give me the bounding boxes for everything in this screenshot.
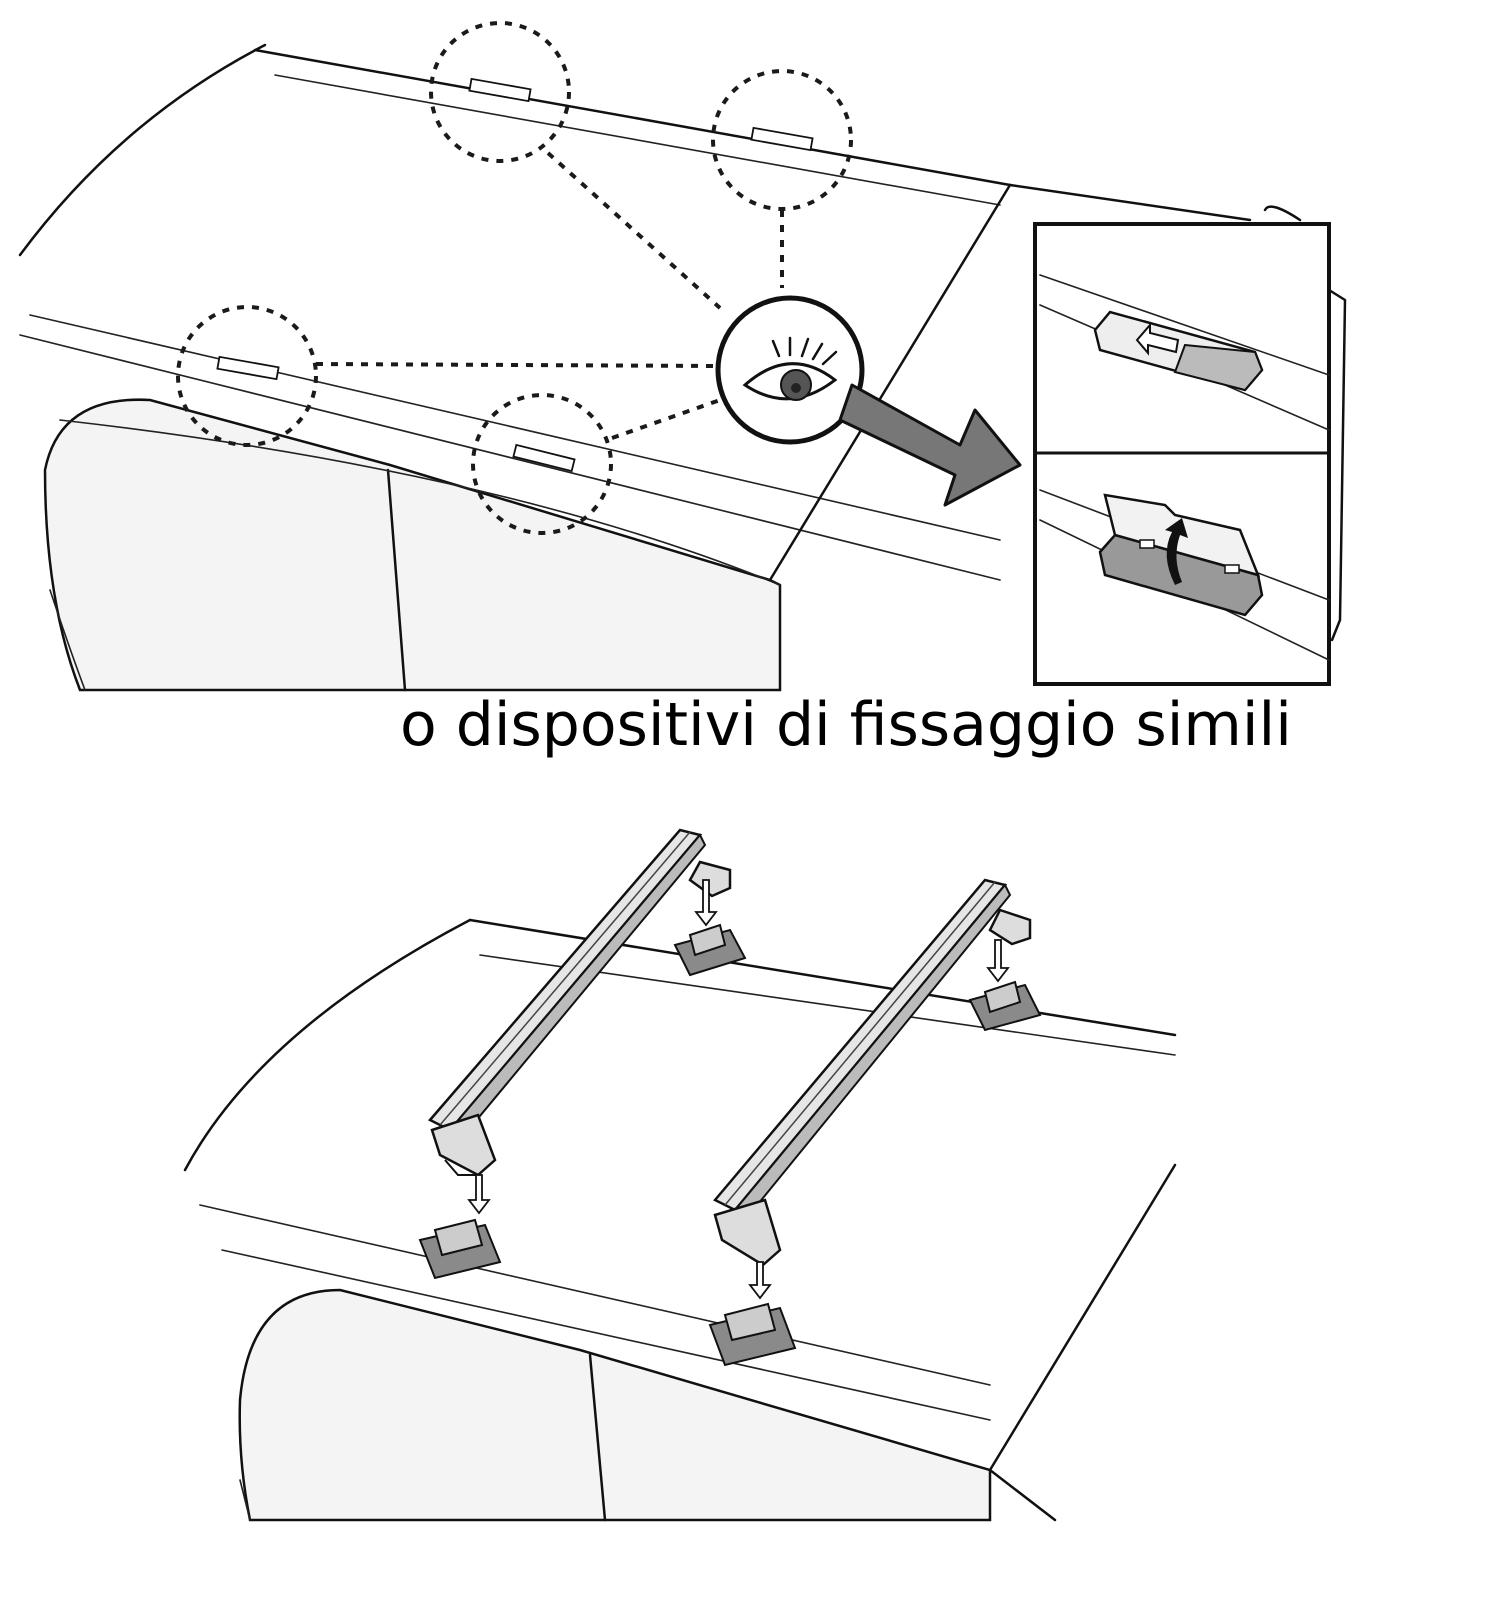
bottom-car-illustration bbox=[183, 828, 1177, 1522]
callout-circle-1 bbox=[429, 21, 571, 163]
roof-bar-front bbox=[428, 828, 732, 1177]
roof-bar-rear bbox=[713, 878, 1032, 1267]
roof-edge-top bbox=[18, 43, 267, 257]
callout-circle-2 bbox=[711, 69, 853, 211]
arrow-to-detail bbox=[838, 383, 1022, 507]
callout-circle-3 bbox=[176, 305, 318, 447]
top-car-illustration bbox=[18, 21, 1347, 692]
callout-circle-4 bbox=[471, 393, 613, 535]
caption-text: o dispositivi di fissaggio simili bbox=[400, 690, 1292, 760]
eye-icon bbox=[715, 295, 865, 445]
fixing-pad-4 bbox=[708, 1261, 797, 1367]
side-window-top bbox=[43, 398, 782, 692]
flap-cover-open bbox=[1098, 493, 1264, 617]
connector-1 bbox=[546, 151, 722, 310]
fixing-pad-1 bbox=[673, 879, 747, 977]
connector-4 bbox=[611, 398, 721, 440]
rail-line-1 bbox=[29, 314, 1001, 541]
roof-crease bbox=[59, 419, 781, 586]
lift-arrow-icon bbox=[1165, 518, 1188, 585]
door-pillar-top bbox=[386, 468, 407, 692]
rail-line-bottom-1 bbox=[199, 1204, 991, 1386]
detail-inset bbox=[1033, 222, 1331, 686]
windshield-bottom bbox=[988, 1163, 1177, 1522]
side-window-bottom bbox=[238, 1288, 992, 1522]
down-arrow-icon bbox=[986, 939, 1010, 983]
windshield-edge bbox=[768, 183, 1012, 582]
down-arrow-icon bbox=[694, 879, 718, 927]
rail-line-2 bbox=[19, 334, 1001, 581]
mounting-slot-3 bbox=[216, 355, 280, 381]
roof-line-top-inner bbox=[274, 74, 1001, 206]
rail-line-bottom-2 bbox=[221, 1249, 991, 1421]
body-curve-bottom bbox=[239, 1479, 251, 1521]
body-curve-top bbox=[49, 589, 86, 691]
slide-cover-closed bbox=[1093, 310, 1264, 392]
fixing-pad-2 bbox=[968, 939, 1042, 1032]
door-pillar-bottom bbox=[588, 1353, 607, 1522]
roof-edge-bottom bbox=[183, 918, 472, 1172]
windshield-edge-2 bbox=[1008, 183, 1252, 222]
fixing-pad-3 bbox=[418, 1174, 502, 1280]
antenna bbox=[1263, 205, 1302, 222]
roof-line-top bbox=[253, 48, 1012, 187]
slide-left-arrow-icon bbox=[1135, 322, 1180, 356]
mounting-slot-4 bbox=[512, 443, 576, 473]
down-arrow-icon bbox=[467, 1174, 491, 1215]
mounting-slot-1 bbox=[468, 77, 532, 103]
down-arrow-icon bbox=[748, 1261, 772, 1300]
connector-3 bbox=[315, 362, 717, 368]
mounting-slot-2 bbox=[750, 126, 814, 152]
